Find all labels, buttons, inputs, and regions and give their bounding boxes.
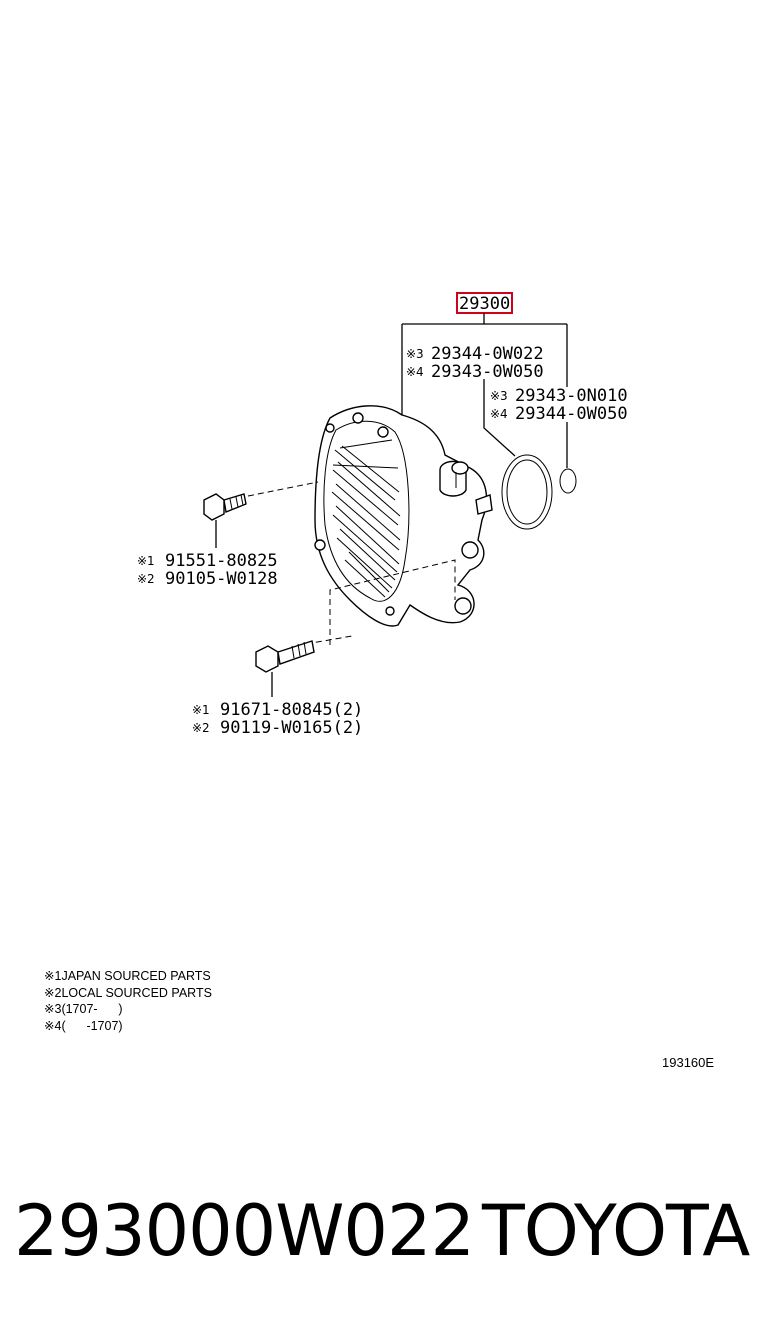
callout-mark: ※4 [490, 407, 508, 421]
callout-mark: ※1 [137, 554, 155, 568]
callout-mark: ※4 [406, 365, 424, 379]
legend-row: ※1JAPAN SOURCED PARTS [44, 969, 211, 983]
callout-part[interactable]: 90119-W0165(2) [220, 718, 363, 738]
legend: ※1JAPAN SOURCED PARTS ※2LOCAL SOURCED PA… [44, 968, 212, 1034]
callout-part[interactable]: 91671-80845(2) [220, 700, 363, 720]
callout-mark: ※2 [137, 572, 155, 586]
part-number-caption: 293000W022 [14, 1190, 475, 1272]
callout-mark: ※2 [192, 721, 210, 735]
legend-row: ※4( -1707) [44, 1018, 123, 1033]
callout-part[interactable]: 29343-0W050 [431, 362, 544, 382]
callout-part[interactable]: 29344-0W050 [515, 404, 628, 424]
legend-row: ※3(1707- ) [44, 1002, 123, 1016]
brand-caption: TOYOTA [482, 1190, 750, 1272]
large-o-ring [501, 454, 553, 530]
callout-mark: ※1 [192, 703, 210, 717]
callout-part[interactable]: 90105-W0128 [165, 569, 278, 589]
callout-part[interactable]: 29343-0N010 [515, 386, 628, 406]
main-part-number[interactable]: 29300 [459, 294, 510, 314]
small-o-ring [559, 468, 577, 494]
callout-mark: ※3 [406, 347, 424, 361]
upper-bolt-illustration [203, 493, 247, 521]
lower-bolt-illustration [255, 640, 315, 673]
callout-mark: ※3 [490, 389, 508, 403]
callout-part[interactable]: 91551-80825 [165, 551, 278, 571]
reference-number: 193160E [662, 1055, 715, 1070]
vacuum-pump-illustration [314, 405, 493, 627]
legend-row: ※2LOCAL SOURCED PARTS [44, 985, 212, 1000]
callout-part[interactable]: 29344-0W022 [431, 344, 544, 364]
